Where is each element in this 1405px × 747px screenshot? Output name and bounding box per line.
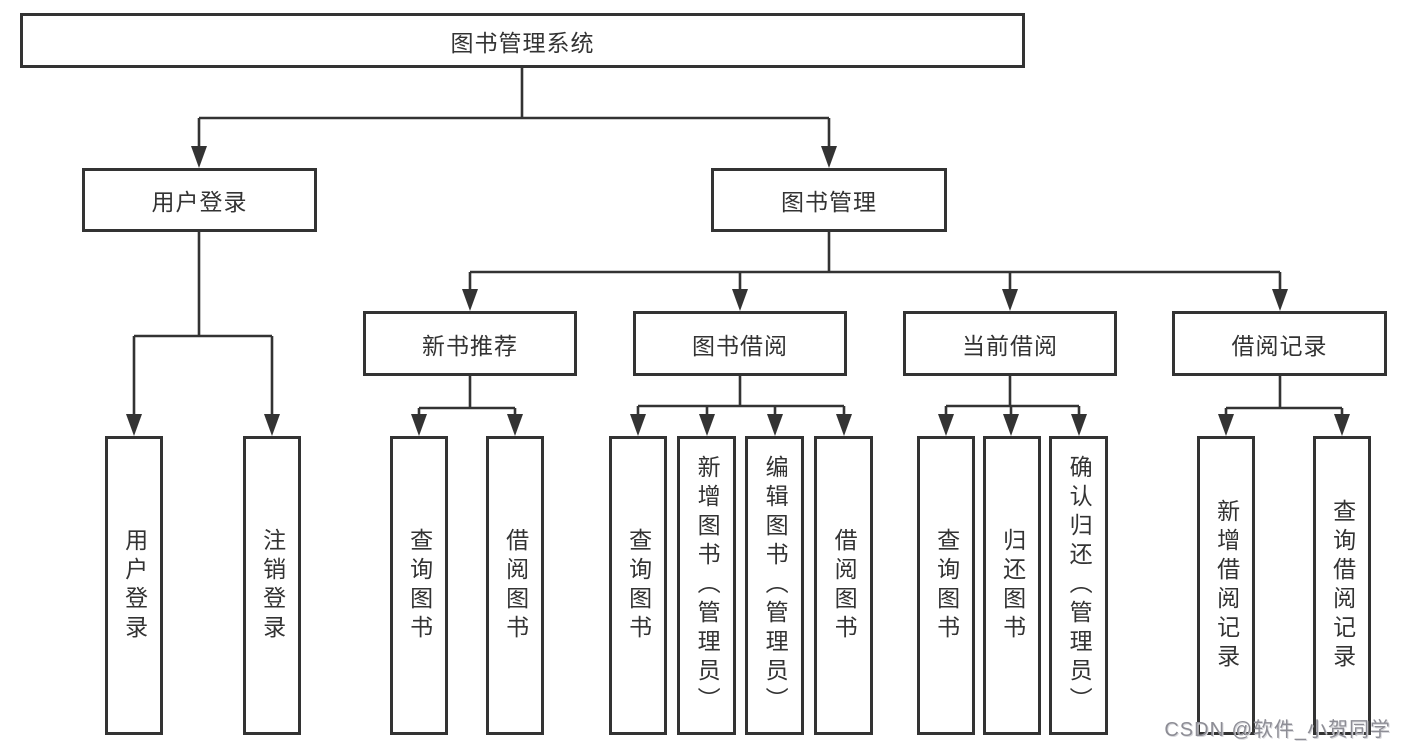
leaf-bb-add-book-admin: 新增图书（管理员） [677, 436, 736, 735]
node-label: 图书借阅 [692, 332, 788, 359]
node-new-book-recommend: 新书推荐 [363, 311, 577, 376]
node-label: 当前借阅 [962, 332, 1058, 359]
node-label: 确认归还（管理员） [1066, 455, 1093, 716]
node-label: 注销登录 [259, 527, 286, 644]
node-label: 图书管理系统 [450, 29, 595, 56]
leaf-nbr-query-book: 查询图书 [390, 436, 448, 735]
leaf-logout-login: 注销登录 [243, 436, 301, 735]
node-book-management: 图书管理 [711, 168, 947, 232]
leaf-bb-query-book: 查询图书 [609, 436, 667, 735]
leaf-br-query-record: 查询借阅记录 [1313, 436, 1371, 735]
leaf-nbr-borrow-book: 借阅图书 [486, 436, 544, 735]
leaf-cb-query-book: 查询图书 [917, 436, 975, 735]
node-label: 用户登录 [151, 189, 248, 215]
node-label: 查询图书 [933, 527, 960, 644]
node-label: 借阅图书 [831, 527, 858, 644]
node-label: 图书管理 [781, 189, 877, 215]
leaf-bb-borrow-book: 借阅图书 [814, 436, 873, 735]
leaf-cb-return-book: 归还图书 [983, 436, 1041, 735]
node-book-borrow: 图书借阅 [633, 311, 847, 376]
node-borrow-record: 借阅记录 [1172, 311, 1387, 376]
node-label: 新书推荐 [422, 332, 518, 359]
leaf-cb-confirm-return-admin: 确认归还（管理员） [1049, 436, 1108, 735]
node-label: 用户登录 [121, 527, 148, 644]
node-label: 借阅记录 [1231, 332, 1328, 359]
node-library-system: 图书管理系统 [20, 13, 1025, 68]
node-label: 编辑图书（管理员） [762, 455, 789, 716]
node-label: 查询借阅记录 [1329, 498, 1356, 673]
leaf-bb-edit-book-admin: 编辑图书（管理员） [745, 436, 804, 735]
node-label: 借阅图书 [502, 527, 529, 644]
node-current-borrow: 当前借阅 [903, 311, 1117, 376]
node-label: 新增借阅记录 [1213, 498, 1240, 673]
node-label: 查询图书 [406, 527, 433, 644]
leaf-user-login: 用户登录 [105, 436, 163, 735]
node-label: 查询图书 [625, 527, 652, 644]
node-user-login: 用户登录 [82, 168, 317, 232]
node-label: 新增图书（管理员） [694, 455, 721, 716]
csdn-watermark: CSDN @软件_小贺同学 [1164, 719, 1391, 741]
leaf-br-add-record: 新增借阅记录 [1197, 436, 1255, 735]
node-label: 归还图书 [999, 527, 1026, 644]
